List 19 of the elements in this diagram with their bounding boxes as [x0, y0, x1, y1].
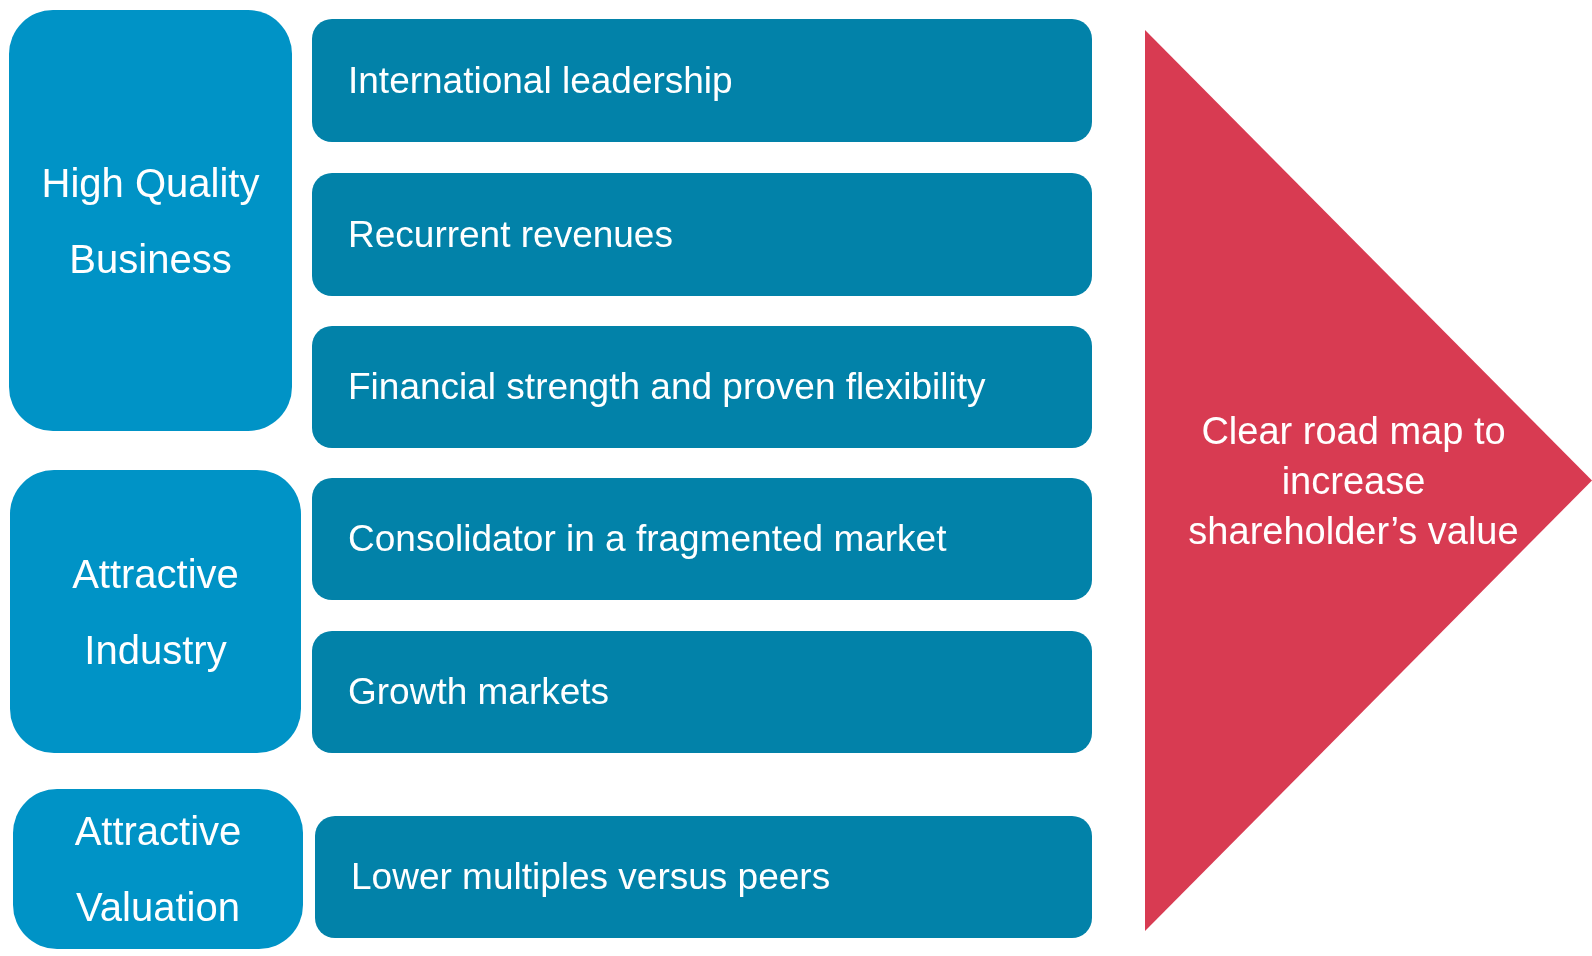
item-box: [312, 173, 1092, 296]
box-label: International leadership: [348, 59, 733, 102]
category-box: [10, 470, 301, 753]
box-label: High Quality Business: [40, 159, 261, 283]
item-box: [312, 631, 1092, 753]
box-label: Attractive Valuation: [73, 808, 243, 931]
item-box: [312, 326, 1092, 448]
box-label: Growth markets: [348, 671, 610, 713]
box-label: Lower multiples versus peers: [351, 856, 831, 898]
category-box: [13, 789, 303, 949]
box-label: Financial strength and proven flexibility: [348, 366, 986, 408]
item-box: [312, 19, 1092, 142]
box-label: Recurrent revenues: [348, 213, 673, 256]
item-box: [312, 478, 1092, 600]
item-box: [315, 816, 1092, 938]
category-box: [9, 10, 292, 431]
box-label: Clear road map to increase shareholder’s value: [1187, 408, 1520, 554]
box-label: Consolidator in a fragmented market: [348, 518, 947, 560]
box-label: Attractive Industry: [71, 550, 240, 674]
